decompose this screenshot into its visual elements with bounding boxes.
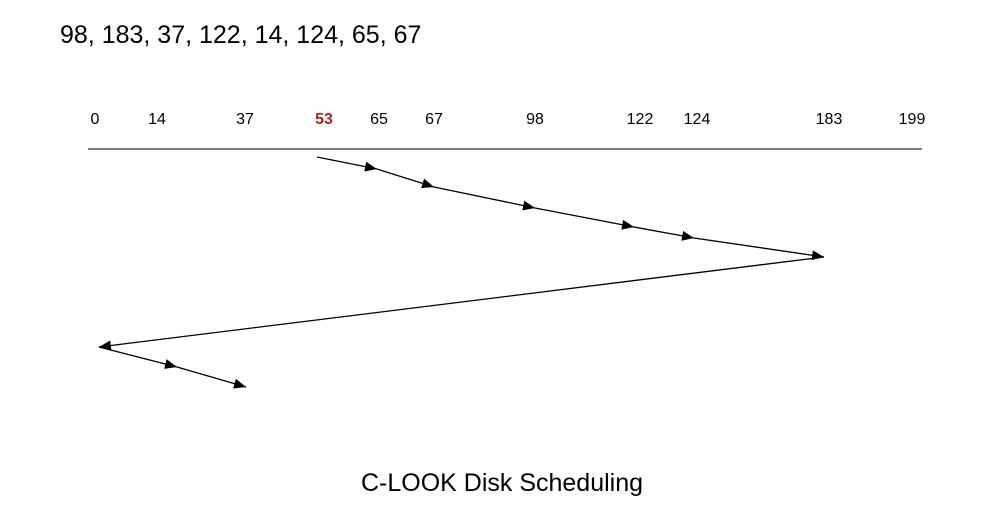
tick-label-98: 98 <box>526 111 544 128</box>
tick-label-122: 122 <box>627 111 654 128</box>
tick-label-183: 183 <box>816 111 843 128</box>
request-queue-text: 98, 183, 37, 122, 14, 124, 65, 67 <box>60 21 422 49</box>
path-segment-arrow <box>316 156 378 172</box>
path-segment-arrow <box>176 366 247 389</box>
head-movement-path <box>98 156 825 389</box>
tick-label-37: 37 <box>236 111 254 128</box>
path-segment-arrow <box>98 346 178 369</box>
diagram-title: C-LOOK Disk Scheduling <box>360 469 644 497</box>
path-segment-arrow <box>633 226 695 241</box>
path-segment-arrow <box>98 256 825 351</box>
tick-label-0: 0 <box>91 111 100 128</box>
tick-label-124: 124 <box>684 111 711 128</box>
tick-label-53: 53 <box>315 111 333 128</box>
tick-label-199: 199 <box>899 111 926 128</box>
path-segment-arrow <box>693 237 825 261</box>
tick-label-67: 67 <box>425 111 443 128</box>
path-segment-arrow <box>534 207 635 230</box>
tick-label-65: 65 <box>370 111 388 128</box>
track-tick-labels: 0 14 37 53 65 67 98 122 124 183 199 <box>91 111 926 128</box>
path-segment-arrow <box>376 168 435 189</box>
tick-label-14: 14 <box>148 111 166 128</box>
path-segment-arrow <box>433 186 536 211</box>
